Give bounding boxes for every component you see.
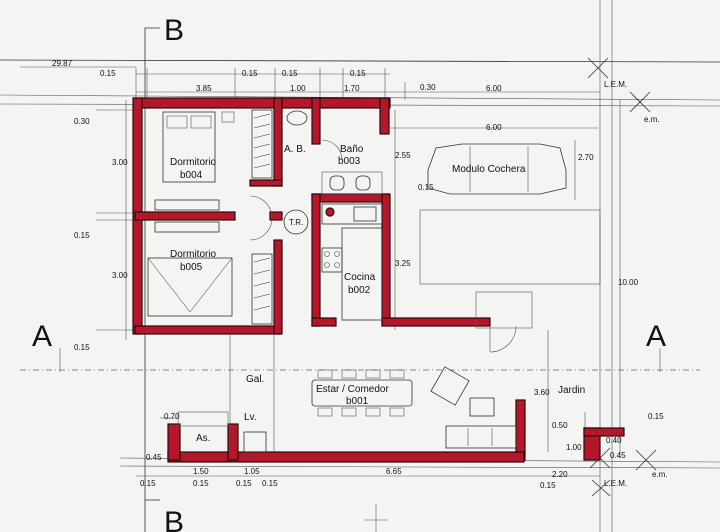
dim-left-015a: 0.15 xyxy=(74,231,90,240)
dim-top-5: 1.00 xyxy=(290,84,306,93)
dim-665: 6.65 xyxy=(386,467,402,476)
label-em-bottom: e.m. xyxy=(652,470,668,479)
dim-100: 1.00 xyxy=(566,443,582,452)
room-dormitorio-1-name: Dormitorio xyxy=(170,157,217,168)
label-em-top: e.m. xyxy=(644,115,660,124)
dim-top-6: 0.15 xyxy=(350,69,366,78)
room-as-label: As. xyxy=(196,433,210,444)
dim-015-b2: 0.15 xyxy=(193,479,209,488)
room-estar-name: Estar / Comedor xyxy=(316,384,389,395)
dim-220: 2.20 xyxy=(552,470,568,479)
label-lem-bottom: L.E.M. xyxy=(604,479,627,488)
dim-top-4: 0.15 xyxy=(282,69,298,78)
dim-255: 2.55 xyxy=(395,151,411,160)
section-mark-a-right: A xyxy=(646,320,666,353)
room-dormitorio-2-code: b005 xyxy=(180,262,203,273)
furniture xyxy=(147,109,601,453)
dim-left-300a: 3.00 xyxy=(112,158,128,167)
dim-040: 0.40 xyxy=(606,436,622,445)
dim-325: 3.25 xyxy=(395,259,411,268)
room-bano-name: Baño xyxy=(340,144,364,155)
right-dimension-lines xyxy=(394,100,621,458)
dim-045: 0.45 xyxy=(146,453,162,462)
section-mark-b-top: B xyxy=(164,14,184,47)
dim-top-7: 1.70 xyxy=(344,84,360,93)
dim-top-8: 0.30 xyxy=(420,83,436,92)
dim-050: 0.50 xyxy=(552,421,568,430)
dim-1000: 10.00 xyxy=(618,278,639,287)
dim-015-b4: 0.15 xyxy=(262,479,278,488)
label-lem-top: L.E.M. xyxy=(604,80,627,89)
room-gal-label: Gal. xyxy=(246,374,264,385)
dim-cochera-width: 6.00 xyxy=(486,123,502,132)
dim-015-c: 0.15 xyxy=(418,183,434,192)
dim-015-r: 0.15 xyxy=(648,412,664,421)
dim-150: 1.50 xyxy=(193,467,209,476)
bottom-dimension-lines xyxy=(136,417,600,477)
room-ab-label: A. B. xyxy=(284,144,306,155)
room-jardin-label: Jardin xyxy=(558,385,585,396)
dim-105: 1.05 xyxy=(244,467,260,476)
room-estar-code: b001 xyxy=(346,396,369,407)
top-dimension-lines xyxy=(20,66,600,129)
lem-markers xyxy=(587,57,657,497)
dim-015-b1: 0.15 xyxy=(140,479,156,488)
dim-360: 3.60 xyxy=(534,388,550,397)
dim-left-030: 0.30 xyxy=(74,117,90,126)
dim-top-3: 0.15 xyxy=(242,69,258,78)
room-dormitorio-2-name: Dormitorio xyxy=(170,249,217,260)
section-mark-a-left: A xyxy=(32,320,52,353)
dim-left-015b: 0.15 xyxy=(74,343,90,352)
dim-045-r: 0.45 xyxy=(610,451,626,460)
north-arrow-icon xyxy=(364,504,388,532)
room-lv-label: Lv. xyxy=(244,412,257,423)
section-mark-b-bottom: B xyxy=(164,506,184,532)
dim-top-9: 6.00 xyxy=(486,84,502,93)
dim-total-top: 29.87 xyxy=(52,59,73,68)
room-bano-code: b003 xyxy=(338,156,361,167)
dim-015-b3: 0.15 xyxy=(236,479,252,488)
walls xyxy=(132,97,625,463)
dim-015-b5: 0.15 xyxy=(540,481,556,490)
room-cocina-code: b002 xyxy=(348,285,371,296)
dim-270: 2.70 xyxy=(578,153,594,162)
room-cocina-name: Cocina xyxy=(344,272,376,283)
left-dimension-lines xyxy=(96,100,136,340)
dim-top-2: 3.85 xyxy=(196,84,212,93)
label-tr: T.R. xyxy=(289,218,303,227)
dim-left-300b: 3.00 xyxy=(112,271,128,280)
room-cochera-label: Modulo Cochera xyxy=(452,164,526,175)
dim-top-1: 0.15 xyxy=(100,69,116,78)
dim-070: 0.70 xyxy=(164,412,180,421)
room-dormitorio-1-code: b004 xyxy=(180,170,203,181)
